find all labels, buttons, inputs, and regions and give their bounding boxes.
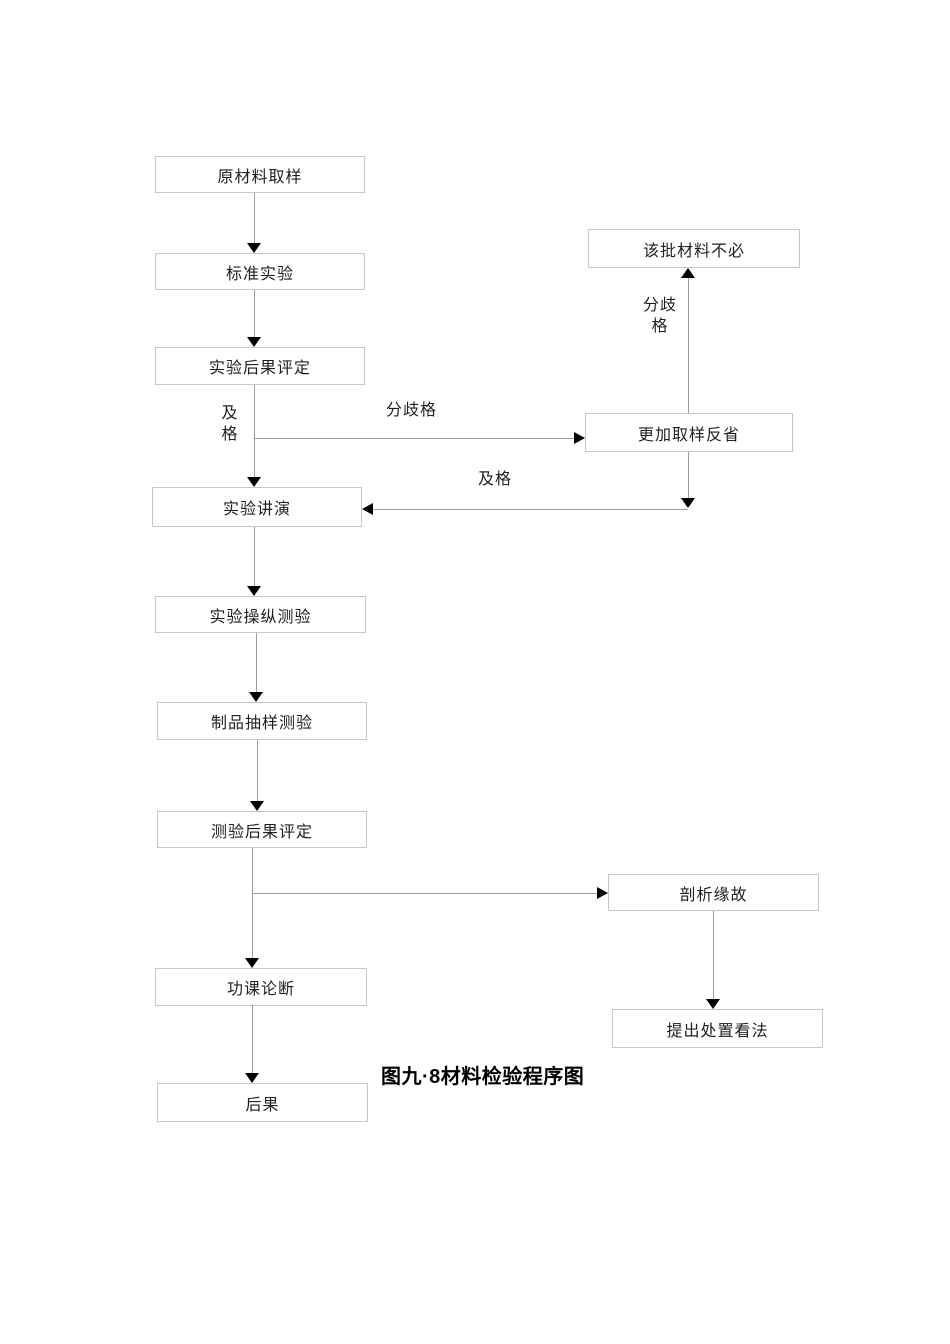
connector-sampling-check-to-evaluation (257, 740, 258, 801)
connector-analyze-to-proposal (713, 911, 714, 999)
arrowhead-up-icon (681, 268, 695, 278)
node-test-result-evaluation: 实验后果评定 (155, 347, 365, 385)
arrowhead-down-icon (247, 243, 261, 253)
node-standard-test: 标准实验 (155, 253, 365, 290)
connector-resample-return-horizontal (373, 509, 688, 510)
connector-operation-to-sampling-check (256, 633, 257, 692)
node-batch-material-unnecessary: 该批材料不必 (588, 229, 800, 268)
arrowhead-left-icon (362, 503, 373, 515)
arrowhead-down-icon (706, 999, 720, 1009)
arrowhead-down-icon (247, 586, 261, 596)
arrowhead-down-icon (247, 337, 261, 347)
node-test-operation-check: 实验操纵测验 (155, 596, 366, 633)
edge-label-fail-right: 分歧格 (386, 402, 438, 419)
connector-report-to-operation (254, 527, 255, 586)
arrowhead-down-icon (681, 498, 695, 508)
connector-conclusion-to-result (252, 1005, 253, 1073)
arrowhead-down-icon (249, 692, 263, 702)
connector-standard-to-evaluation (254, 290, 255, 337)
arrowhead-down-icon (250, 801, 264, 811)
node-raw-material-sampling: 原材料取样 (155, 156, 365, 193)
connector-fail-to-resample (254, 438, 574, 439)
node-result: 后果 (157, 1083, 368, 1122)
edge-label-pass-down: 及格 (221, 405, 239, 443)
node-propose-disposal: 提出处置看法 (612, 1009, 823, 1048)
connector-evaluation-to-report (254, 385, 255, 477)
edge-label-pass-return: 及格 (478, 471, 513, 488)
connector-to-analyze-cause (252, 893, 597, 894)
connector-evaluation-to-conclusion (252, 848, 253, 958)
connector-resample-return-vertical (688, 452, 689, 498)
node-resample-review: 更加取样反省 (585, 413, 793, 452)
connector-resample-to-unnecessary (688, 278, 689, 413)
node-work-conclusion: 功课论断 (155, 968, 367, 1006)
node-analyze-cause: 剖析缘故 (608, 874, 819, 911)
arrowhead-down-icon (245, 958, 259, 968)
edge-label-fail-up: 分歧格 (642, 297, 677, 335)
connector-sampling-to-standard (254, 193, 255, 243)
figure-caption: 图九·8材料检验程序图 (381, 1066, 585, 1088)
node-test-report: 实验讲演 (152, 487, 362, 527)
node-check-result-evaluation: 测验后果评定 (157, 811, 367, 848)
arrowhead-right-icon (574, 432, 585, 444)
arrowhead-down-icon (245, 1073, 259, 1083)
arrowhead-right-icon (597, 887, 608, 899)
arrowhead-down-icon (247, 477, 261, 487)
node-product-sampling-check: 制品抽样测验 (157, 702, 367, 740)
